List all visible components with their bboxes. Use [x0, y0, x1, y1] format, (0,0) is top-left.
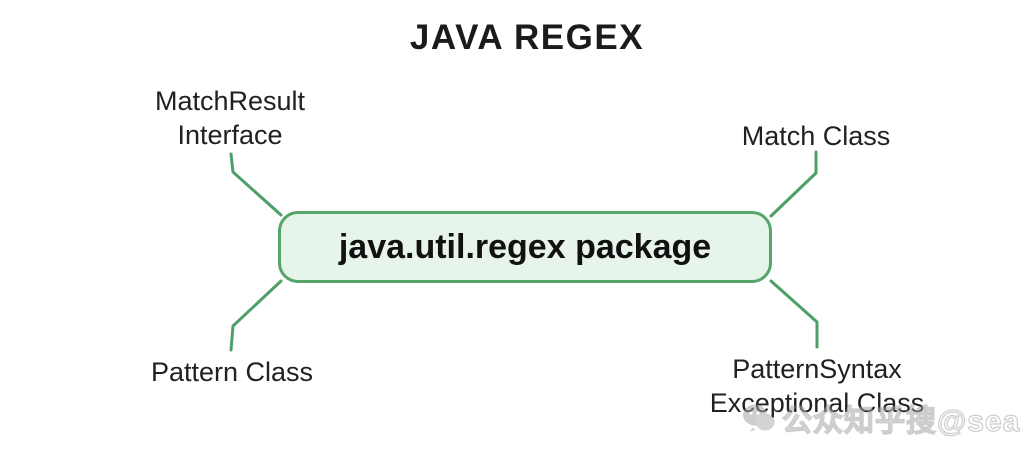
connector-top-left [229, 152, 283, 217]
node-matchresult-interface: MatchResult Interface [154, 86, 306, 150]
node-patternsyntax-exceptional-class: PatternSyntax Exceptional Class [709, 354, 925, 418]
diagram-title: JAVA REGEX [409, 18, 645, 57]
node-pattern-class: Pattern Class [150, 357, 314, 387]
connector-top-right [769, 150, 818, 218]
connector-bottom-right [769, 279, 819, 349]
node-java-util-regex-package: java.util.regex package [278, 211, 772, 283]
node-match-class: Match Class [741, 121, 891, 151]
connector-bottom-left [229, 279, 283, 352]
center-box-label: java.util.regex package [338, 227, 712, 266]
